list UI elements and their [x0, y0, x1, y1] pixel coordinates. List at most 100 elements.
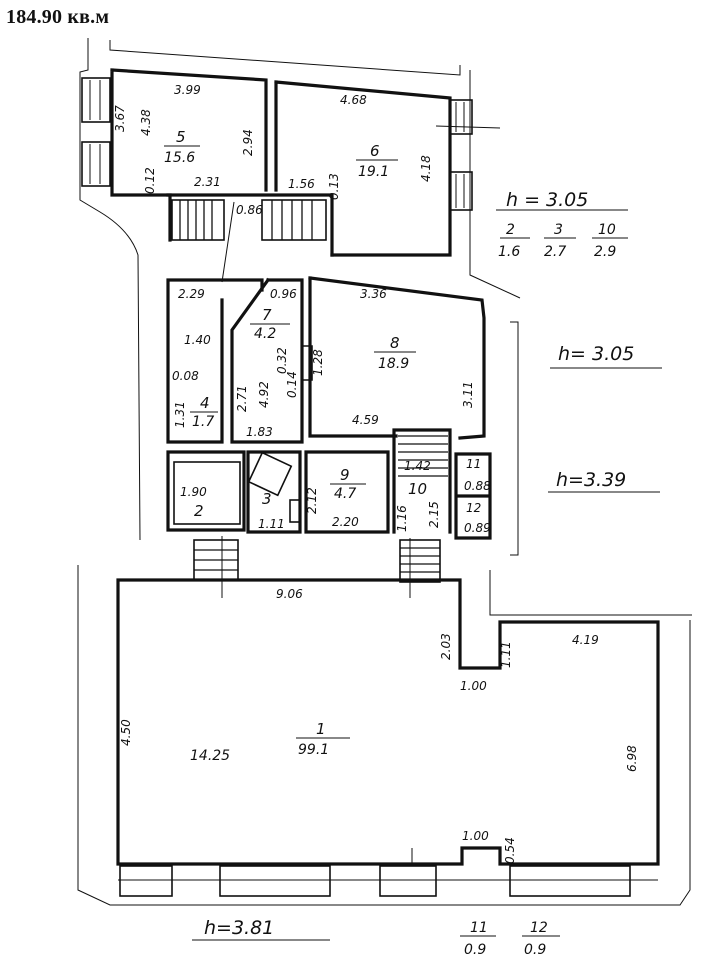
- dim-r2-a: 1.90: [180, 485, 207, 499]
- room-7-8-ledge: [302, 345, 313, 381]
- room-8-area: 18.9: [378, 356, 409, 372]
- fraction-bars: [460, 237, 628, 937]
- dim-r1-bottom-w: 1.00: [462, 829, 489, 843]
- dim-r7-a: 2.71: [235, 385, 249, 412]
- dim-r10-a: 1.42: [404, 459, 431, 473]
- room-4-area: 1.7: [192, 414, 214, 430]
- dim-r7-c: 0.32: [275, 347, 289, 374]
- height-label-2: h= 3.05: [558, 343, 634, 365]
- room-3-walls: [246, 450, 302, 534]
- toilet-fixture: [247, 451, 301, 523]
- entry-steps: [193, 536, 411, 598]
- room-8-walls: [308, 276, 486, 440]
- height-label-3: h=3.39: [556, 469, 626, 491]
- height-label-4: h=3.81: [204, 917, 274, 939]
- room-1-area: 99.1: [298, 742, 329, 758]
- dim-r4-a: 1.40: [184, 333, 211, 347]
- dim-r8-top: 3.36: [360, 287, 387, 301]
- dim-r5-top: 3.99: [174, 83, 201, 97]
- dim-r1-left: 4.50: [119, 719, 133, 746]
- left-windows: [81, 77, 111, 187]
- dim-r8-left: 1.28: [311, 349, 325, 376]
- room-9-area: 4.7: [334, 486, 356, 502]
- fraction-den-2: 1.6: [498, 244, 520, 260]
- total-area-label: 184.90 кв.м: [6, 6, 110, 28]
- dim-r6-top: 4.68: [340, 93, 367, 107]
- right-windows: [435, 99, 501, 211]
- fraction-den-12: 0.9: [524, 942, 546, 958]
- dim-r6-right: 4.18: [419, 155, 433, 182]
- dim-stair-b: 0.86: [236, 203, 263, 217]
- room-2-walls: [166, 450, 246, 532]
- bottom-windows: [118, 865, 658, 897]
- room-3-number: 3: [262, 490, 272, 508]
- room-11-number: 11: [466, 457, 481, 471]
- dim-r4-c: 1.31: [173, 401, 187, 428]
- room-5-number: 5: [176, 128, 186, 146]
- dim-r10-c: 2.15: [427, 501, 441, 528]
- room-10-walls: [392, 428, 452, 534]
- height-underlines: [192, 209, 662, 941]
- room-1-walls: [116, 578, 660, 866]
- dim-r9-a: 2.12: [305, 487, 319, 514]
- dim-r8-right: 3.11: [461, 381, 475, 408]
- room-5-walls: [110, 68, 268, 197]
- room-6-number: 6: [370, 142, 380, 160]
- room-6-area: 19.1: [358, 164, 389, 180]
- dim-r5-left: 3.67: [113, 105, 127, 132]
- dim-r9-b: 2.20: [332, 515, 359, 529]
- fraction-den-3: 2.7: [544, 244, 566, 260]
- room-label-bars: [164, 145, 416, 739]
- dim-r12-a: 0.89: [464, 521, 491, 535]
- fraction-num-2: 2: [506, 222, 515, 238]
- dim-r6-small: 0.13: [327, 173, 341, 200]
- fraction-num-10: 10: [598, 222, 616, 238]
- room-10-number: 10: [408, 480, 427, 498]
- height-label-1: h = 3.05: [506, 189, 588, 211]
- room-1-number: 1: [316, 720, 326, 738]
- room-7-area: 4.2: [254, 326, 276, 342]
- room-9-walls: [304, 450, 390, 534]
- upper-stair: [166, 193, 334, 283]
- dim-r7-d: 0.14: [285, 371, 299, 398]
- room-11-12-walls: [454, 452, 492, 540]
- dim-r1-notch: 2.03: [439, 633, 453, 660]
- dim-r7-bot: 1.83: [246, 425, 273, 439]
- dim-r8-bot: 4.59: [352, 413, 379, 427]
- fraction-den-10: 2.9: [594, 244, 616, 260]
- dim-r5-small: 0.12: [143, 167, 157, 194]
- room-12-number: 12: [466, 501, 481, 515]
- dim-stair-a: 2.31: [194, 175, 221, 189]
- dim-r1-notch2: 1.11: [499, 641, 513, 668]
- dim-r1-top: 9.06: [276, 587, 303, 601]
- room-7-number: 7: [262, 306, 272, 324]
- dim-stair-c: 1.56: [288, 177, 315, 191]
- dim-r7-b: 4.92: [257, 381, 271, 408]
- dim-r7-top: 0.96: [270, 287, 297, 301]
- fraction-num-11: 11: [470, 920, 488, 936]
- lower-stair: [398, 435, 448, 477]
- dim-r1-bottom-h: 0.54: [503, 837, 517, 864]
- room-9-number: 9: [340, 466, 350, 484]
- dim-r4-top: 2.29: [178, 287, 205, 301]
- dim-r1-width: 14.25: [190, 748, 230, 764]
- exterior-lines: [77, 38, 692, 906]
- fraction-num-12: 12: [530, 920, 548, 936]
- dim-r5-left2: 4.38: [139, 109, 153, 136]
- lower-stair-2: [399, 539, 441, 583]
- dim-r4-b: 0.08: [172, 369, 199, 383]
- dim-r1-notch-w: 1.00: [460, 679, 487, 693]
- room-4-number: 4: [200, 394, 210, 412]
- room-5-area: 15.6: [164, 150, 195, 166]
- dim-r1-right: 6.98: [625, 745, 639, 772]
- dim-r1-right-top: 4.19: [572, 633, 599, 647]
- dim-r3-a: 1.11: [258, 517, 285, 531]
- room-6-walls: [274, 80, 452, 257]
- room-8-number: 8: [390, 334, 400, 352]
- fraction-den-11: 0.9: [464, 942, 486, 958]
- dim-r11-a: 0.88: [464, 479, 491, 493]
- fraction-num-3: 3: [554, 222, 563, 238]
- room-2-number: 2: [194, 502, 204, 520]
